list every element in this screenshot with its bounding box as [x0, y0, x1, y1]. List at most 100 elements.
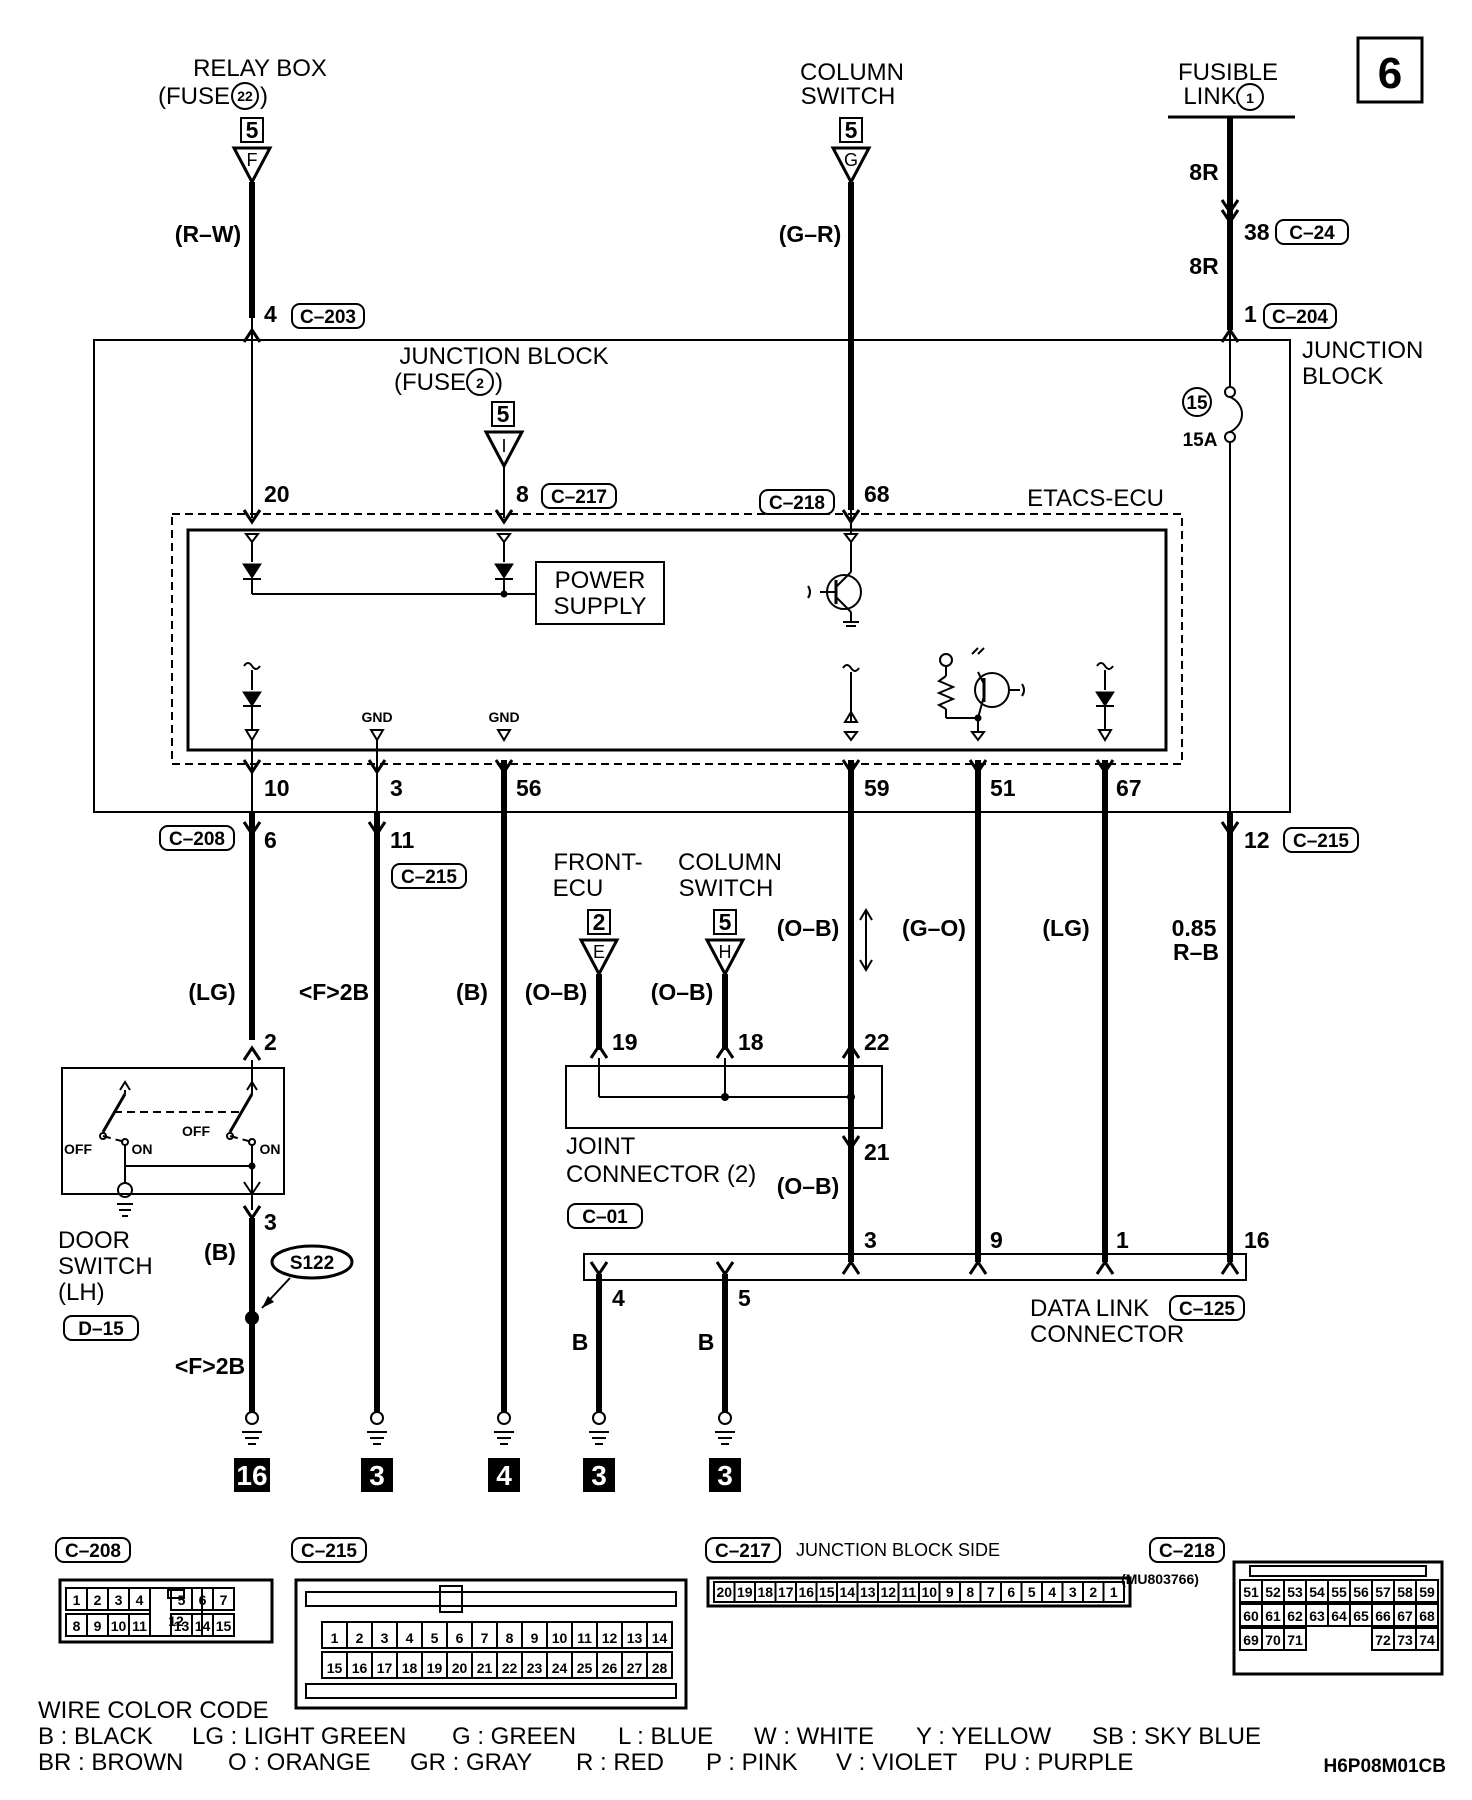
connector-pin-label: 8 [73, 1618, 81, 1634]
connector-pin-label: 15 [819, 1584, 835, 1600]
legend-sb: SB : SKY BLUE [1092, 1723, 1261, 1750]
wire-ob-3: (O–B) [777, 915, 840, 941]
page-number-box [1356, 36, 1424, 104]
c208-pin-6: 6 [264, 827, 277, 853]
legend-row-2: BR : BROWN O : ORANGE GR : GRAY R : RED … [38, 1749, 1133, 1776]
connector-pin-label: 1 [1110, 1584, 1118, 1600]
c208-housing [58, 1578, 274, 1644]
column-switch-conn: G [844, 150, 858, 170]
connector-cell [1415, 1603, 1439, 1627]
door-switch-box [61, 1067, 285, 1195]
fusible-link-circle [1236, 83, 1264, 111]
c217-housing [706, 1576, 1132, 1608]
wire-f2b-2: <F>2B [175, 1353, 245, 1379]
jb-fuse-page-box [491, 401, 515, 427]
etacs-ecu-dashed-box [171, 513, 1183, 765]
connector-c24-box [1275, 219, 1349, 245]
connector-pin-label: 1 [331, 1630, 339, 1646]
out-pin-3: 3 [390, 775, 403, 801]
c215-rail-bottom [305, 1683, 677, 1699]
jb-pin-68: 68 [864, 481, 890, 507]
dlc-box [583, 1253, 1247, 1281]
c215-face-label-box [291, 1537, 367, 1563]
c215-pin-12: 12 [1244, 827, 1270, 853]
connector-pin-label: 3 [381, 1630, 389, 1646]
connector-c01: C–01 [582, 1207, 628, 1228]
connector-pin-label: 62 [1287, 1608, 1303, 1624]
c215-housing [294, 1578, 688, 1710]
connector-pin-label: 58 [1397, 1584, 1413, 1600]
c218-latch-icon [1249, 1565, 1427, 1577]
connector-pin-label: 70 [1265, 1632, 1281, 1648]
connector-pin-label: 14 [839, 1584, 855, 1600]
connector-pin-label: 15 [216, 1618, 232, 1634]
junction-block-label-2: BLOCK [1302, 363, 1383, 390]
dlc-pin-5: 5 [738, 1285, 751, 1311]
connector-pin-label: 4 [406, 1630, 414, 1646]
diagram-code: H6P08M01CB [1324, 1756, 1447, 1777]
fusible-link-size-2: 8R [1189, 253, 1219, 279]
relay-box-fuse-close: ) [260, 83, 268, 110]
door-pin-2: 2 [264, 1029, 277, 1055]
column-switch-page: 5 [845, 117, 858, 143]
jb-fuse-page: 5 [497, 401, 510, 427]
jb-fuse-sub: (FUSE [394, 369, 466, 396]
fuse-15-circle [1182, 387, 1212, 417]
relay-box-pin: 4 [264, 301, 277, 327]
connector-pin-label: 19 [737, 1584, 753, 1600]
ground-ref-16: 16 [236, 1460, 267, 1491]
fuse-15-terminal-top [1224, 386, 1236, 398]
dlc-label-2: CONNECTOR [1030, 1321, 1184, 1348]
out-pin-51: 51 [990, 775, 1016, 801]
connector-pin-label: 68 [1419, 1608, 1435, 1624]
legend-l: L : BLUE [618, 1723, 713, 1750]
dlc-label: DATA LINK [1030, 1295, 1149, 1322]
legend-g: G : GREEN [452, 1723, 576, 1750]
legend-pu: PU : PURPLE [984, 1749, 1133, 1776]
connector-pin-label: 6 [456, 1630, 464, 1646]
legend-p: P : PINK [706, 1749, 798, 1776]
connector-pin-label: 7 [481, 1630, 489, 1646]
door-pin-3: 3 [264, 1209, 277, 1235]
connector-c208: C–208 [169, 829, 225, 850]
front-ecu-page-box [587, 909, 611, 935]
out-pin-10: 10 [264, 775, 290, 801]
connector-pin-label: 22 [502, 1660, 518, 1676]
c208-center-pin: 12 [168, 1613, 184, 1629]
connector-cell [212, 1587, 235, 1611]
diode-67-icon [1095, 691, 1115, 707]
connector-pin-label: 16 [352, 1660, 368, 1676]
c217-face-label: C–217 [715, 1541, 771, 1562]
jc-pin-19: 19 [612, 1029, 638, 1055]
connector-pin-label: 14 [652, 1630, 668, 1646]
wire-085: 0.85 [1172, 915, 1217, 941]
etacs-ecu-inner-box [186, 528, 1168, 752]
junction-block-label: JUNCTION [1302, 337, 1423, 364]
wire-ob-4: (O–B) [777, 1173, 840, 1199]
voltage-source-icon [939, 653, 953, 667]
connector-pin-label: 7 [220, 1592, 228, 1608]
legend-br: BR : BROWN [38, 1749, 183, 1776]
wire-lg: (LG) [188, 979, 235, 1005]
column-switch-wire: (G–R) [779, 221, 842, 247]
power-supply-label-2: SUPPLY [554, 593, 647, 620]
column-switch-2-page: 5 [719, 909, 732, 935]
connector-c218: C–218 [769, 493, 825, 514]
connector-pin-label: 24 [552, 1660, 568, 1676]
jb-pin-20: 20 [264, 481, 290, 507]
connector-pin-label: 15 [327, 1660, 343, 1676]
connector-pin-label: 2 [356, 1630, 364, 1646]
connector-pin-label: 11 [577, 1630, 592, 1646]
connector-pin-label: 17 [377, 1660, 393, 1676]
relay-box-label: RELAY BOX [193, 55, 327, 82]
connector-pin-label: 67 [1397, 1608, 1413, 1624]
connector-pin-label: 12 [880, 1584, 896, 1600]
column-switch-2-label: COLUMN [678, 849, 782, 876]
dlc-pin-4: 4 [612, 1285, 625, 1311]
connector-pin-label: 52 [1265, 1584, 1281, 1600]
connector-pin-label: 21 [477, 1660, 493, 1676]
column-switch-2-conn: H [719, 942, 732, 962]
connector-c204-box [1263, 303, 1337, 329]
joint-connector-label: JOINT [566, 1133, 636, 1160]
